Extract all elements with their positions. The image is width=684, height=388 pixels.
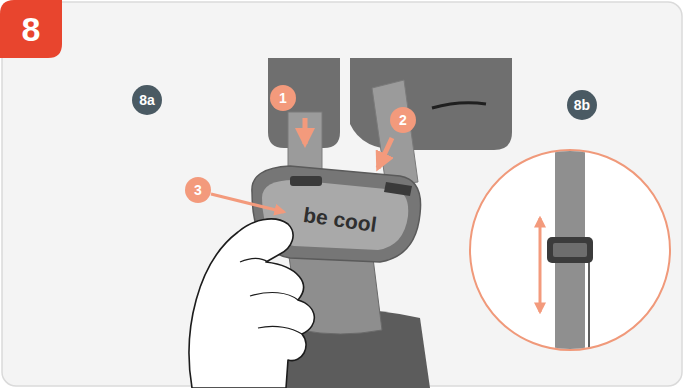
- callout-text: 2: [399, 113, 407, 127]
- callout-number: 1: [270, 85, 296, 111]
- buckle-slot: [384, 182, 412, 196]
- badge-shape: [0, 0, 62, 58]
- callout-number: 8b: [567, 90, 597, 120]
- callout-text: 8b: [574, 98, 590, 112]
- circle-shape: [132, 85, 162, 115]
- callout-text: 3: [194, 183, 202, 197]
- step-badge: 8: [0, 0, 62, 58]
- callout-number: 3: [185, 177, 211, 203]
- step-number: 8: [22, 12, 41, 46]
- strap-tail: [588, 262, 590, 360]
- circle-shape: [567, 90, 597, 120]
- insert-arrow: [378, 138, 392, 168]
- circle-shape: [185, 177, 211, 203]
- circle-shape: [390, 107, 416, 133]
- circle-shape: [270, 85, 296, 111]
- strap-adjuster: [553, 243, 587, 257]
- strap-adjuster: [547, 237, 593, 263]
- press-arrow: [211, 194, 284, 212]
- finger-line: [240, 258, 302, 334]
- brand-logo: be cool: [291, 199, 390, 240]
- adjust-arrow: [539, 218, 542, 312]
- buckle-slot: [290, 176, 322, 186]
- callout-text: 1: [279, 91, 287, 105]
- callout-number: 8a: [132, 85, 162, 115]
- callout-number: 2: [390, 107, 416, 133]
- hand: [189, 219, 314, 388]
- callout-text: 8a: [139, 93, 155, 107]
- insert-arrow: [303, 118, 308, 144]
- pad-slot: [432, 103, 486, 108]
- shoulder-pad: [268, 58, 340, 148]
- buckle-tongue-strap: [288, 112, 322, 190]
- buckle-tongue-strap: [372, 80, 418, 186]
